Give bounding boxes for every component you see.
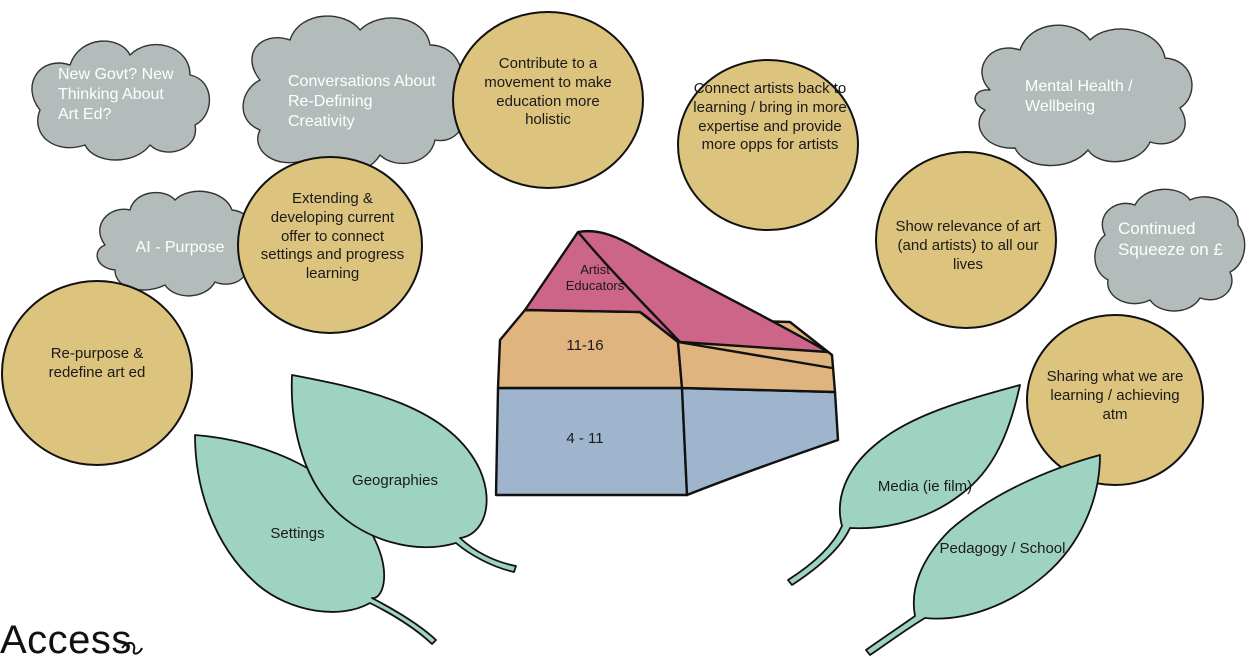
circle-repurpose	[1, 280, 193, 466]
leaf-label-pedagogy: Pedagogy / School	[939, 540, 1066, 557]
house-roof	[523, 229, 830, 354]
house-label-roof: Artist Educators	[565, 262, 625, 294]
house	[494, 229, 840, 497]
cloud-new-govt	[31, 40, 211, 161]
roof-ridge-line	[577, 231, 681, 343]
cloud-label-squeeze: Continued Squeeze on £	[1118, 219, 1223, 260]
circle-label-extending: Extending & developing current offer to …	[260, 190, 405, 282]
circle-label-sharing: Sharing what we are learning / achieving…	[1046, 368, 1184, 423]
circle-contribute	[452, 11, 644, 189]
leaf-media	[787, 384, 1021, 586]
cloud-label-mental-health: Mental Health / Wellbeing	[1025, 78, 1133, 115]
cloud-squeeze	[1094, 188, 1246, 312]
cloud-label-new-govt: New Govt? New Thinking About Art Ed?	[58, 66, 174, 123]
circle-extending	[237, 156, 423, 334]
circle-show-relevance	[875, 151, 1057, 329]
house-label-middle: 11-16	[566, 337, 604, 354]
cloud-mental-health	[974, 24, 1193, 167]
middle-divider-line	[677, 340, 833, 370]
circle-connect-artists	[677, 59, 859, 231]
circle-label-connect-artists: Connect artists back to learning / bring…	[693, 80, 847, 154]
leaf-geographies	[290, 374, 517, 573]
cloud-label-ai-purpose: AI - Purpose	[135, 239, 225, 256]
leaf-label-media: Media (ie film)	[877, 478, 973, 495]
house-label-bottom: 4 - 11	[566, 430, 604, 447]
leaf-label-settings: Settings	[270, 525, 325, 542]
footer-squiggle	[121, 642, 143, 655]
circle-sharing	[1026, 314, 1204, 486]
leaf-label-geographies: Geographies	[352, 472, 438, 489]
circle-label-show-relevance: Show relevance of art (and artists) to a…	[895, 218, 1041, 273]
leaf-pedagogy	[865, 454, 1101, 656]
footer-text: Access	[0, 618, 132, 659]
circle-label-repurpose: Re-purpose & redefine art ed	[48, 345, 146, 381]
house-side-bottom	[680, 386, 840, 497]
circle-label-contribute: Contribute to a movement to make educati…	[484, 55, 612, 129]
cloud-label-conversations: Conversations About Re-Defining Creativi…	[288, 73, 436, 130]
